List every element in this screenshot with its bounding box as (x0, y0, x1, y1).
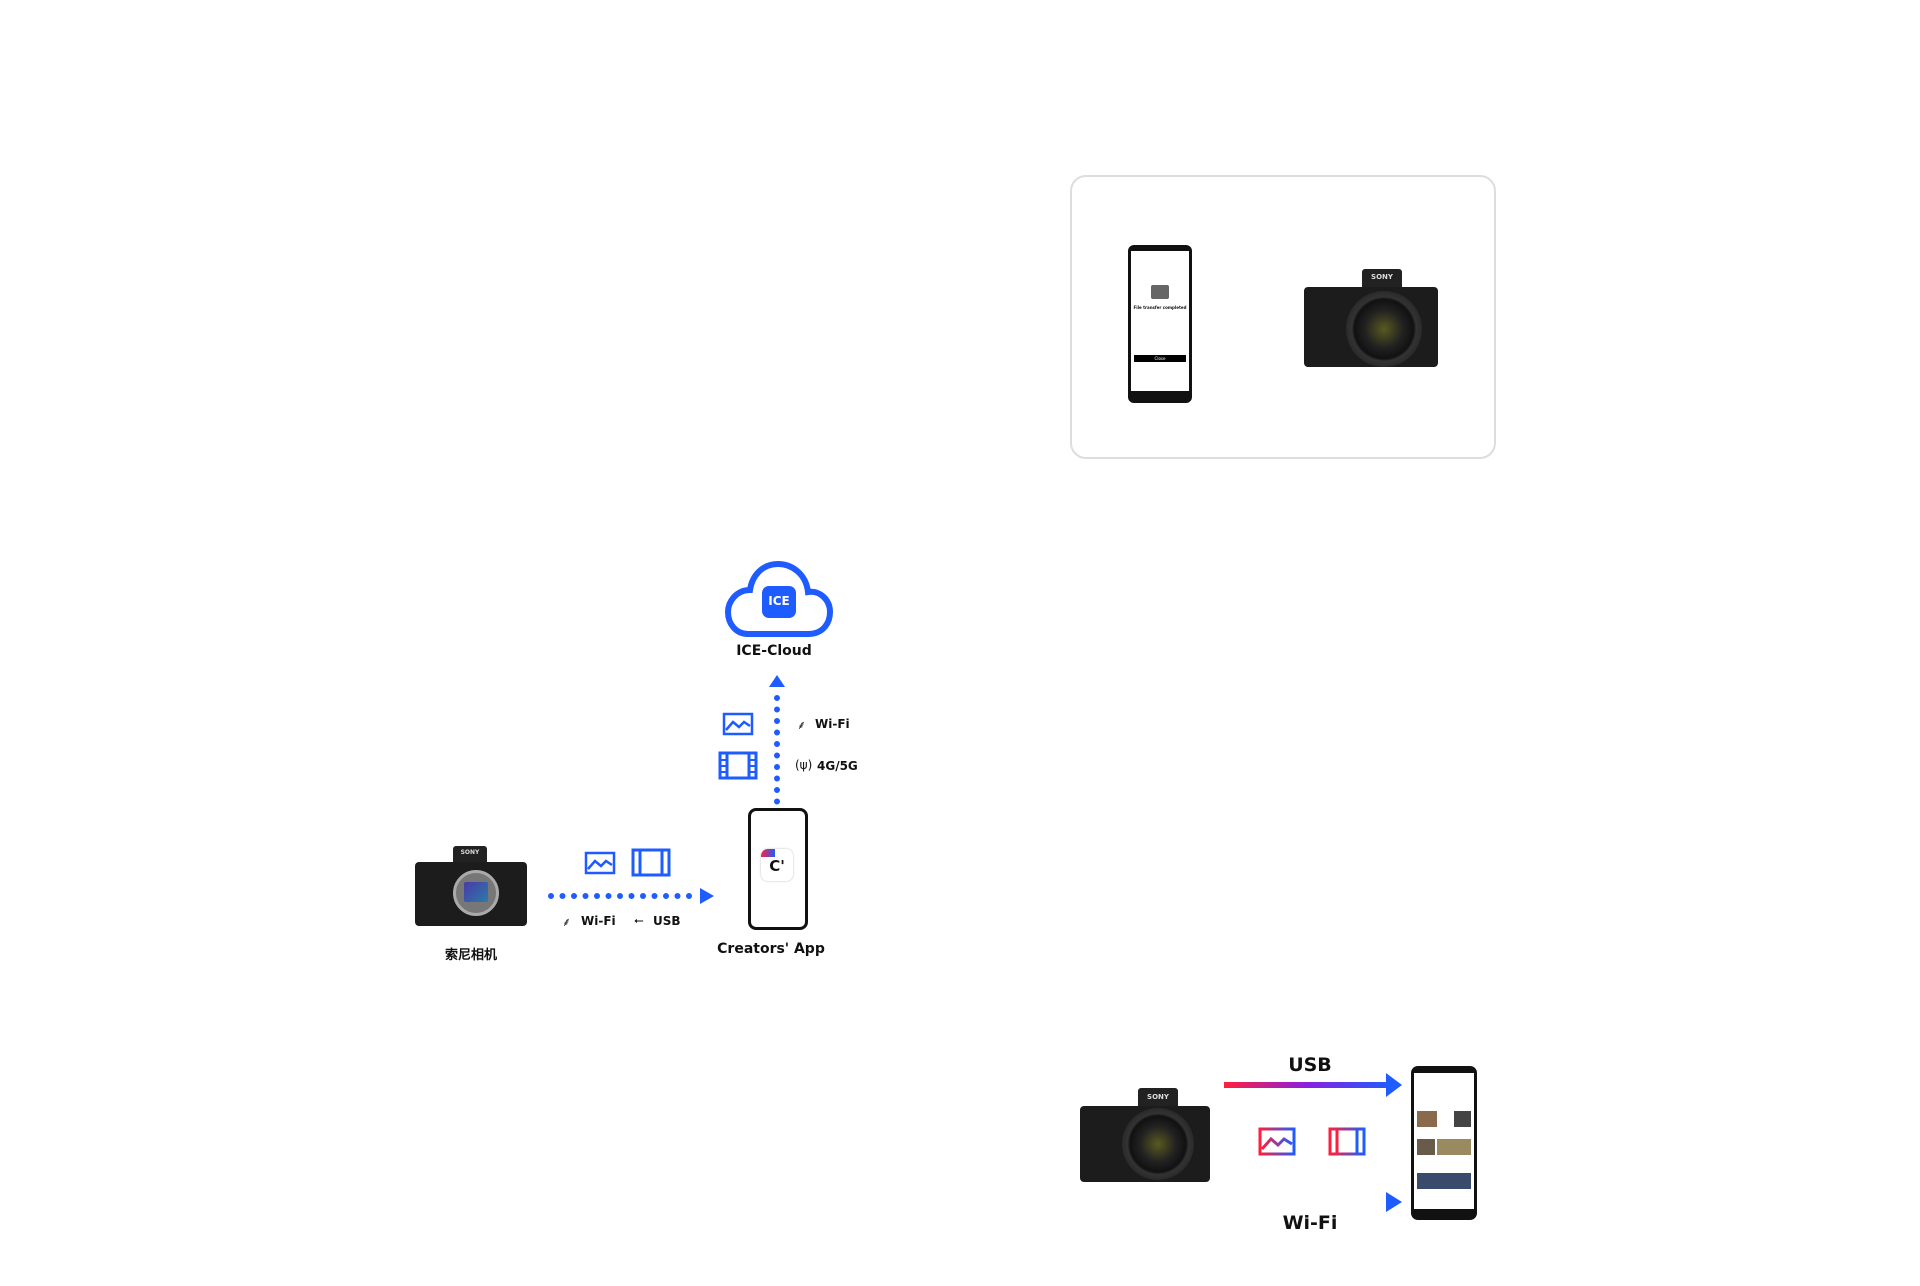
image-icon (1258, 1127, 1296, 1156)
cloud-4g5g-label: 4G/5G (817, 759, 858, 773)
transfer-status-text: File transfer completed (1133, 305, 1187, 310)
transfer-complete-card: File transfer completed Close SONY (1070, 175, 1496, 459)
image-icon (584, 851, 616, 875)
ice-cloud-label: ICE-Cloud (736, 643, 812, 659)
camera-wifi-label: Wi-Fi (581, 914, 616, 928)
creators-app-icon: C' (761, 849, 793, 881)
sony-camera-with-lens: SONY (1300, 269, 1440, 369)
usb-label: USB (1288, 1054, 1332, 1076)
camera-to-app-arrow (548, 888, 714, 904)
ice-icon-text: ICE (768, 594, 790, 608)
phone: C' (748, 808, 808, 930)
creators-app-icon-text: C' (769, 857, 785, 875)
wifi-icon: ⸙ (562, 915, 572, 929)
phone: File transfer completed Close (1128, 245, 1192, 403)
cloud-icon (724, 560, 834, 637)
wifi-gradient-dotted-arrow (1221, 1192, 1402, 1212)
cellular-antenna-icon: (ψ) (795, 758, 813, 772)
video-film-icon (631, 848, 671, 877)
camera-brand: SONY (1147, 1093, 1169, 1101)
upload-arrow (769, 675, 785, 805)
sony-camera-body: SONY (415, 846, 527, 926)
camera-usb-label: USB (653, 914, 681, 928)
usb-icon: ⭠ (634, 913, 644, 927)
wifi-icon: ⸙ (797, 718, 807, 732)
phone (1411, 1066, 1477, 1220)
camera-icon (1151, 285, 1169, 299)
video-film-icon (718, 751, 758, 780)
usb-gradient-arrow (1224, 1073, 1402, 1097)
camera-brand: SONY (460, 849, 480, 856)
video-film-icon (1328, 1127, 1366, 1156)
camera-brand: SONY (1371, 273, 1393, 281)
sony-camera-label: 索尼相机 (444, 948, 498, 963)
wifi-label: Wi-Fi (1282, 1212, 1338, 1234)
cloud-wifi-label: Wi-Fi (815, 717, 850, 731)
close-button[interactable]: Close (1134, 355, 1186, 362)
creators-app-label: Creators' App (717, 941, 825, 957)
sony-camera-with-lens: SONY (1080, 1088, 1215, 1183)
image-icon (722, 712, 754, 736)
